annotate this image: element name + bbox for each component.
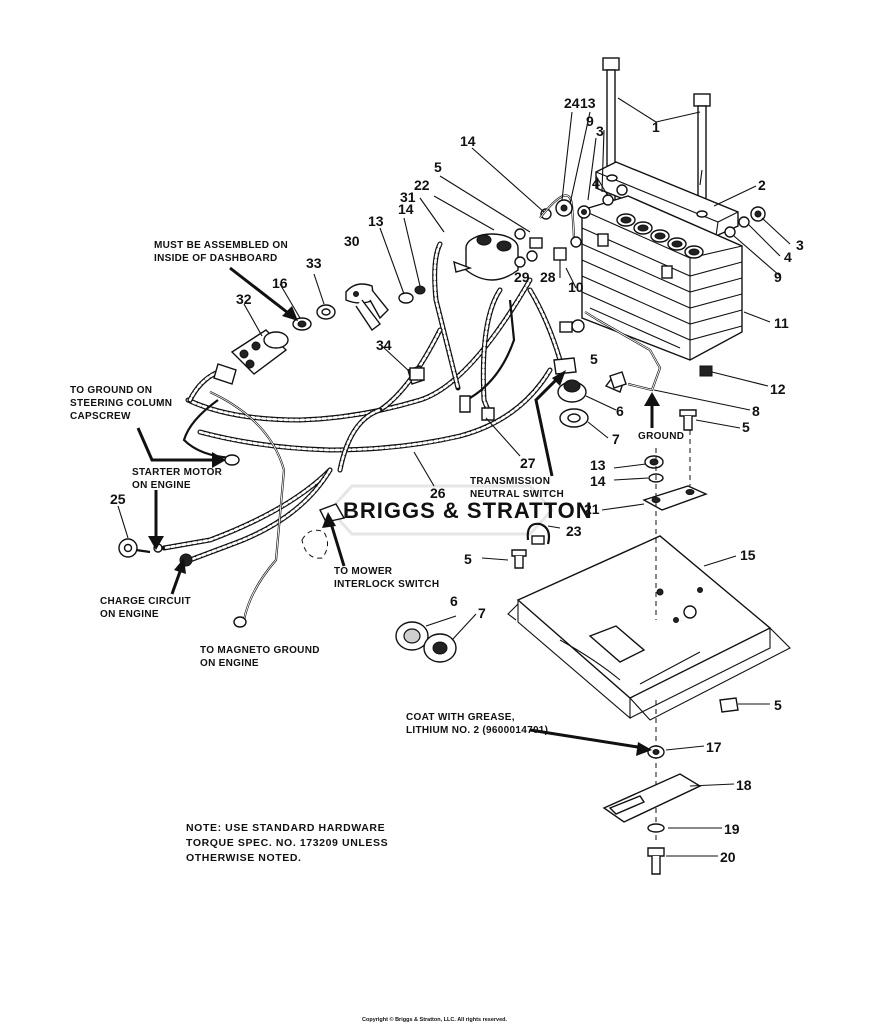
callout-9-top: 9 (586, 113, 594, 129)
dashboard-note-line1: MUST BE ASSEMBLED ON (154, 240, 288, 251)
callout-4-right: 4 (784, 249, 792, 265)
callout-8: 8 (752, 403, 760, 419)
callout-5-solenoid: 5 (434, 159, 442, 175)
ignition-key (345, 283, 389, 332)
interlock-plug-outline (301, 529, 328, 559)
ignition-switch (230, 329, 289, 375)
callout-15: 15 (740, 547, 756, 563)
grease-note-line2: LITHIUM NO. 2 (9600014701) (406, 725, 548, 736)
grease-note-line1: COAT WITH GREASE, (406, 712, 515, 723)
leader-lines (117, 97, 791, 857)
charge-note-line1: CHARGE CIRCUIT (100, 596, 191, 607)
callout-13-top: 13 (580, 95, 596, 111)
ground-note: GROUND (638, 431, 684, 442)
mower-note-line2: INTERLOCK SWITCH (334, 579, 439, 590)
callout-19: 19 (724, 821, 740, 837)
callout-6-upper: 6 (616, 403, 624, 419)
lower-hardware (602, 745, 702, 875)
callout-14-dash: 14 (398, 201, 414, 217)
hardware-note-line2: TORQUE SPEC. NO. 173209 UNLESS (186, 837, 388, 849)
wiring-harness (161, 241, 563, 621)
starter-note-line2: ON ENGINE (132, 480, 191, 491)
magneto-note-line1: TO MAGNETO GROUND (200, 645, 320, 656)
callout-14-tray: 14 (590, 473, 606, 489)
callout-3-right: 3 (796, 237, 804, 253)
callout-4-top: 4 (592, 175, 600, 191)
dash-hardware (292, 285, 426, 381)
hold-down-bracket (595, 161, 739, 237)
callout-31: 31 (400, 189, 416, 205)
callout-28: 28 (540, 269, 556, 285)
callout-5-battery: 5 (590, 351, 598, 367)
callout-14-top: 14 (460, 133, 476, 149)
callout-5-tray: 5 (464, 551, 472, 567)
assembly-lines (655, 430, 691, 840)
battery-tray (507, 535, 791, 721)
transmission-note-line2: NEUTRAL SWITCH (470, 489, 564, 500)
callout-34: 34 (376, 337, 392, 353)
mower-note-line1: TO MOWER (334, 566, 393, 577)
watermark-text: BRIGGS & STRATTON (343, 498, 593, 523)
clip-23 (526, 522, 551, 545)
dashboard-note-line2: INSIDE OF DASHBOARD (154, 253, 277, 264)
copyright-text: Copyright © Briggs & Stratton, LLC. All … (362, 1016, 508, 1023)
callout-10: 10 (568, 279, 584, 295)
callout-3-top: 3 (596, 123, 604, 139)
solenoid (453, 208, 552, 281)
callout-labels: 1 2 3 3 4 4 5 5 5 5 5 6 6 7 7 8 9 9 10 1… (110, 95, 804, 865)
callout-23: 23 (566, 523, 582, 539)
neutral-switch-upper (557, 379, 589, 428)
watermark: BRIGGS & STRATTON (327, 484, 593, 536)
callout-26: 26 (430, 485, 446, 501)
ring-terminal-25 (118, 538, 151, 558)
callout-32: 32 (236, 291, 252, 307)
bracket-21 (642, 455, 708, 511)
callout-1: 1 (652, 119, 660, 135)
callout-17: 17 (706, 739, 722, 755)
starter-note-line1: STARTER MOTOR (132, 467, 223, 478)
callout-20: 20 (720, 849, 736, 865)
steering-ground-line1: TO GROUND ON (70, 385, 152, 396)
callout-21: 21 (584, 501, 600, 517)
hardware-note-line1: NOTE: USE STANDARD HARDWARE (186, 822, 385, 834)
neutral-switch-lower (395, 621, 457, 663)
solenoid-hardware (514, 237, 573, 333)
callout-2: 2 (758, 177, 766, 193)
hardware-note-line3: OTHERWISE NOTED. (186, 852, 302, 864)
battery (581, 195, 743, 361)
callout-24: 24 (564, 95, 580, 111)
callout-7-upper: 7 (612, 431, 620, 447)
callout-12: 12 (770, 381, 786, 397)
cable-24 (539, 194, 582, 248)
callout-18: 18 (736, 777, 752, 793)
callout-13-tray: 13 (590, 457, 606, 473)
callout-33: 33 (306, 255, 322, 271)
callout-29: 29 (514, 269, 530, 285)
callout-22: 22 (414, 177, 430, 193)
callout-11: 11 (774, 315, 789, 331)
callout-30: 30 (344, 233, 360, 249)
annotation-arrows (136, 266, 660, 756)
callout-7-lower: 7 (478, 605, 486, 621)
callout-5-bottom: 5 (774, 697, 782, 713)
charge-note-line2: ON ENGINE (100, 609, 159, 620)
bolts-5 (511, 371, 739, 713)
magneto-note-line2: ON ENGINE (200, 658, 259, 669)
steering-ground-line3: CAPSCREW (70, 411, 131, 422)
text-annotations: MUST BE ASSEMBLED ON INSIDE OF DASHBOARD… (70, 240, 684, 1023)
callout-6-lower: 6 (450, 593, 458, 609)
callout-25: 25 (110, 491, 126, 507)
callout-16: 16 (272, 275, 288, 291)
callout-9-right: 9 (774, 269, 782, 285)
steering-ground-line2: STEERING COLUMN (70, 398, 172, 409)
callout-13-dash: 13 (368, 213, 384, 229)
callout-27: 27 (520, 455, 536, 471)
callout-5-ground: 5 (742, 419, 750, 435)
transmission-note-line1: TRANSMISSION (470, 476, 550, 487)
